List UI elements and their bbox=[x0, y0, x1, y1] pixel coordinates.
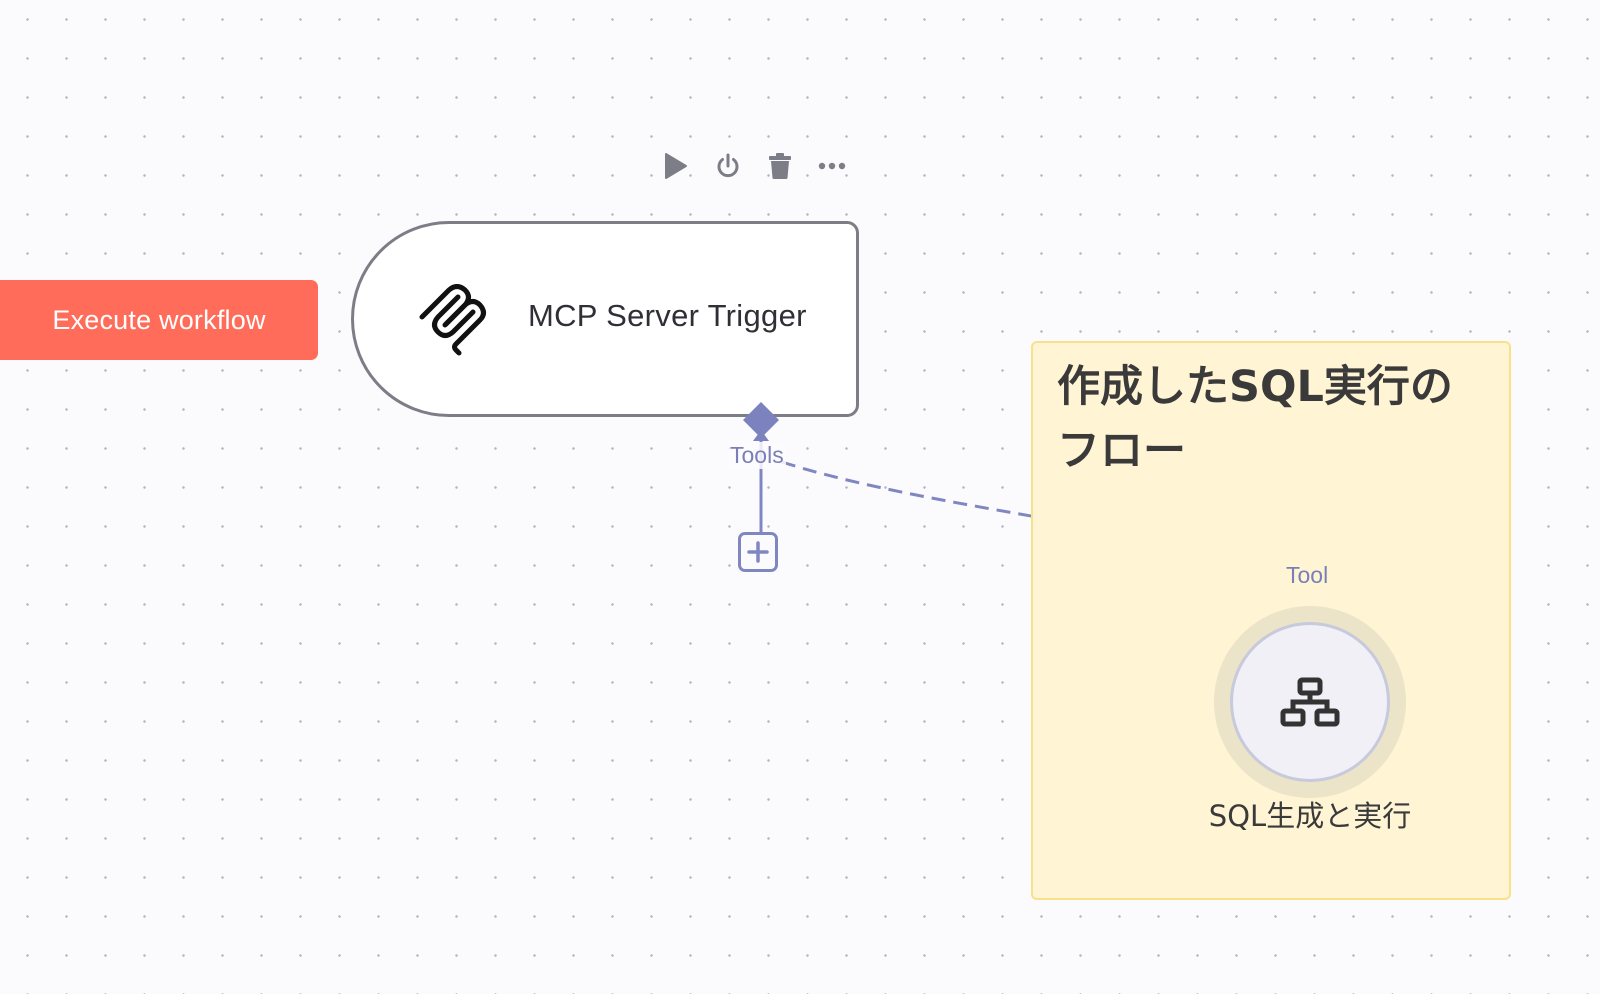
play-icon[interactable] bbox=[660, 150, 692, 182]
node-toolbar bbox=[660, 150, 848, 182]
more-icon[interactable] bbox=[816, 150, 848, 182]
tool-node-label: SQL生成と実行 bbox=[1208, 799, 1412, 833]
power-icon[interactable] bbox=[712, 150, 744, 182]
mcp-icon bbox=[416, 284, 490, 358]
add-tool-button[interactable] bbox=[738, 532, 778, 572]
sql-tool-node[interactable] bbox=[1230, 622, 1390, 782]
trigger-node-label: MCP Server Trigger bbox=[528, 298, 807, 333]
sitemap-icon bbox=[1280, 677, 1340, 727]
plus-icon bbox=[747, 541, 769, 563]
trash-icon[interactable] bbox=[764, 150, 796, 182]
mcp-server-trigger-node[interactable]: MCP Server Trigger bbox=[351, 221, 859, 417]
tools-handle-arrow bbox=[753, 430, 769, 441]
tool-input-handle-label: Tool bbox=[1284, 562, 1331, 589]
sticky-note-title: 作成したSQL実行のフロー bbox=[1057, 362, 1453, 476]
tools-handle-label: Tools bbox=[728, 442, 786, 469]
execute-workflow-button[interactable]: Execute workflow bbox=[0, 280, 318, 360]
